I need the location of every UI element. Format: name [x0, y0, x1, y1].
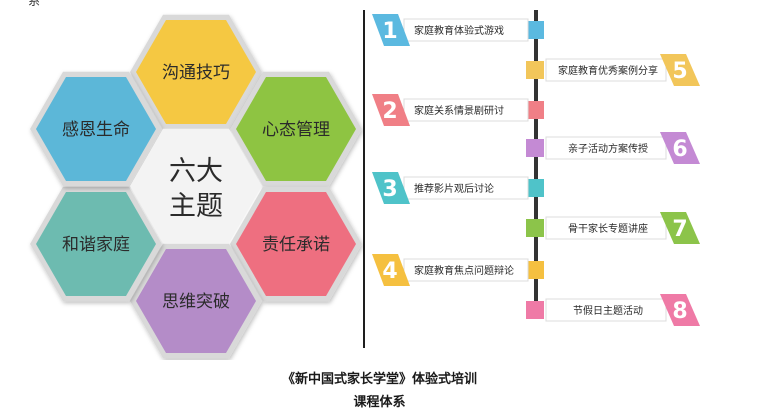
caption-title: 《新中国式家长学堂》体验式培训 — [281, 372, 477, 387]
timeline-label: 家庭关系情景剧研讨 — [414, 104, 504, 117]
timeline-label: 家庭教育优秀案例分享 — [558, 64, 658, 77]
timeline-number: 4 — [382, 259, 397, 284]
hexagon-theme-1: 沟通技巧 — [130, 14, 262, 130]
center-label-line1: 六大 — [169, 156, 223, 187]
hexagon-label: 和谐家庭 — [62, 235, 130, 255]
timeline-label: 节假日主题活动 — [573, 304, 643, 317]
timeline-item-5: 家庭教育优秀案例分享 5 — [526, 54, 700, 86]
timeline-item-3: 推荐影片观后讨论 3 — [372, 172, 544, 204]
vertical-divider — [363, 10, 365, 348]
timeline-axis — [534, 10, 538, 310]
timeline-number: 1 — [382, 19, 397, 44]
timeline-item-7: 骨干家长专题讲座 7 — [526, 212, 700, 244]
timeline-label: 家庭教育焦点问题辩论 — [414, 264, 514, 277]
hexagon-theme-2: 心态管理 — [230, 71, 362, 187]
timeline-number: 8 — [672, 299, 687, 324]
timeline-item-6: 亲子活动方案传授 6 — [526, 132, 700, 164]
hexagon-theme-4: 思维突破 — [130, 243, 262, 359]
hexagon-label: 心态管理 — [262, 120, 330, 140]
hexagon-label: 思维突破 — [162, 292, 230, 312]
center-label-line2: 主题 — [169, 191, 223, 222]
timeline-number: 5 — [672, 59, 687, 84]
timeline-number: 7 — [672, 217, 687, 242]
timeline-number: 6 — [672, 137, 687, 162]
timeline-item-8: 节假日主题活动 8 — [526, 294, 700, 326]
timeline-item-2: 家庭关系情景剧研讨 2 — [372, 94, 544, 126]
hexagon-label: 沟通技巧 — [162, 63, 230, 83]
timeline-number: 3 — [382, 177, 397, 202]
timeline-number: 2 — [382, 99, 397, 124]
timeline-label: 骨干家长专题讲座 — [568, 222, 648, 235]
timeline-label: 推荐影片观后讨论 — [414, 182, 494, 195]
caption-subtitle: 课程体系 — [353, 395, 406, 410]
course-timeline-diagram: 家庭教育体验式游戏 1 家庭教育优秀案例分享 5 家庭关系情景剧研讨 2 亲子活动方案传授 6… — [372, 10, 700, 326]
timeline-item-4: 家庭教育焦点问题辩论 4 — [372, 254, 544, 286]
hexagon-theme-5: 和谐家庭 — [30, 186, 162, 302]
timeline-label: 家庭教育体验式游戏 — [414, 24, 504, 37]
hexagon-label: 感恩生命 — [62, 120, 130, 140]
top-text-fragment: 系 — [28, 0, 41, 8]
hexagon-theme-3: 责任承诺 — [230, 186, 362, 302]
timeline-item-1: 家庭教育体验式游戏 1 — [372, 14, 544, 46]
timeline-label: 亲子活动方案传授 — [568, 142, 648, 155]
hexagon-theme-6: 感恩生命 — [30, 71, 162, 187]
hexagon-label: 责任承诺 — [262, 235, 330, 255]
